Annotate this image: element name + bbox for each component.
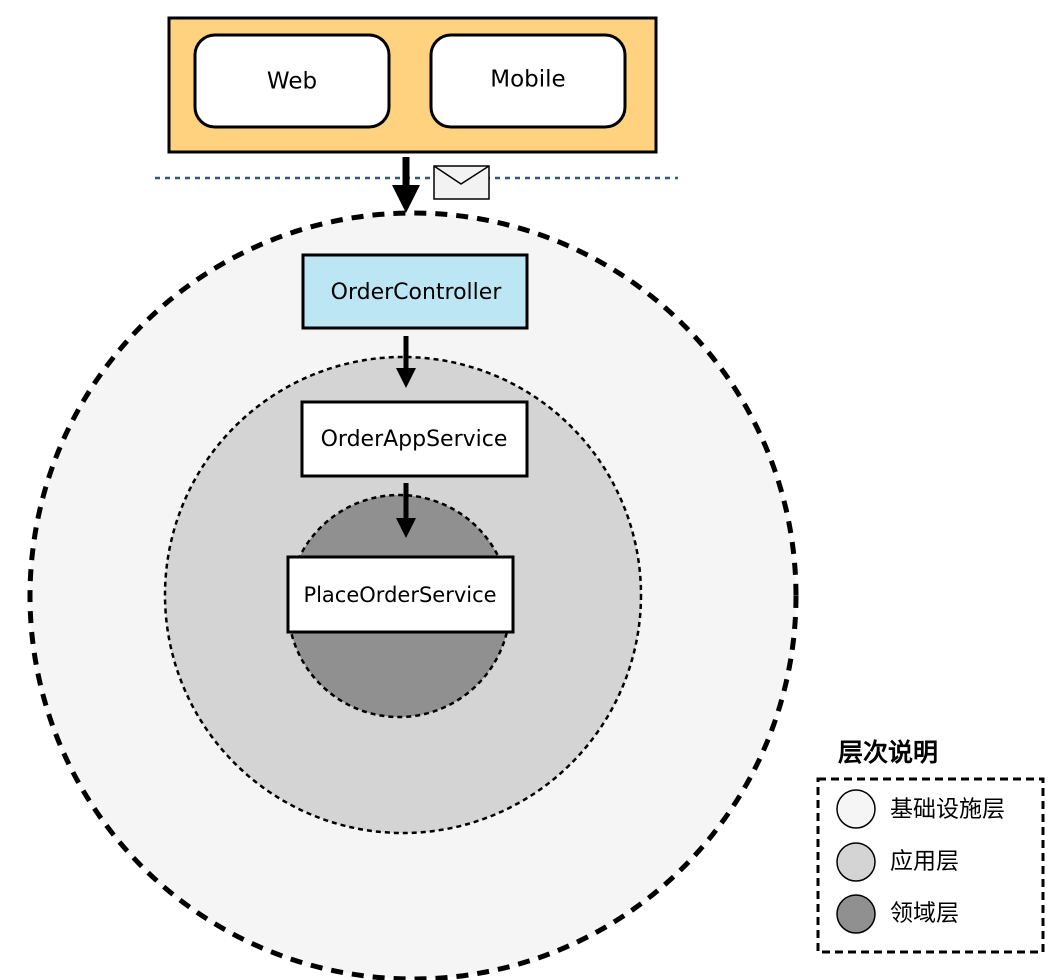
legend-item-application: 应用层: [836, 842, 959, 882]
web-client-box[interactable]: Web: [193, 33, 391, 129]
place-order-service-box[interactable]: PlaceOrderService: [286, 555, 515, 634]
web-client-label: Web: [267, 69, 317, 95]
legend-label-application: 应用层: [890, 849, 959, 875]
legend-item-domain: 领域层: [836, 894, 959, 934]
mobile-client-label: Mobile: [490, 67, 565, 93]
mobile-client-box[interactable]: Mobile: [429, 33, 627, 129]
order-controller-box[interactable]: OrderController: [301, 253, 529, 330]
place-order-service-label: PlaceOrderService: [303, 583, 496, 607]
message-envelope-icon: [433, 165, 490, 200]
legend-label-domain: 领域层: [890, 901, 959, 927]
order-controller-label: OrderController: [331, 280, 503, 305]
legend-swatch-infrastructure: [836, 789, 876, 829]
legend-item-infrastructure: 基础设施层: [836, 789, 1005, 829]
legend-swatch-application: [836, 842, 876, 882]
legend-title: 层次说明: [838, 738, 938, 767]
order-app-service-label: OrderAppService: [321, 427, 508, 452]
legend-swatch-domain: [836, 894, 876, 934]
order-app-service-box[interactable]: OrderAppService: [300, 400, 529, 478]
legend-label-infrastructure: 基础设施层: [890, 797, 1005, 823]
